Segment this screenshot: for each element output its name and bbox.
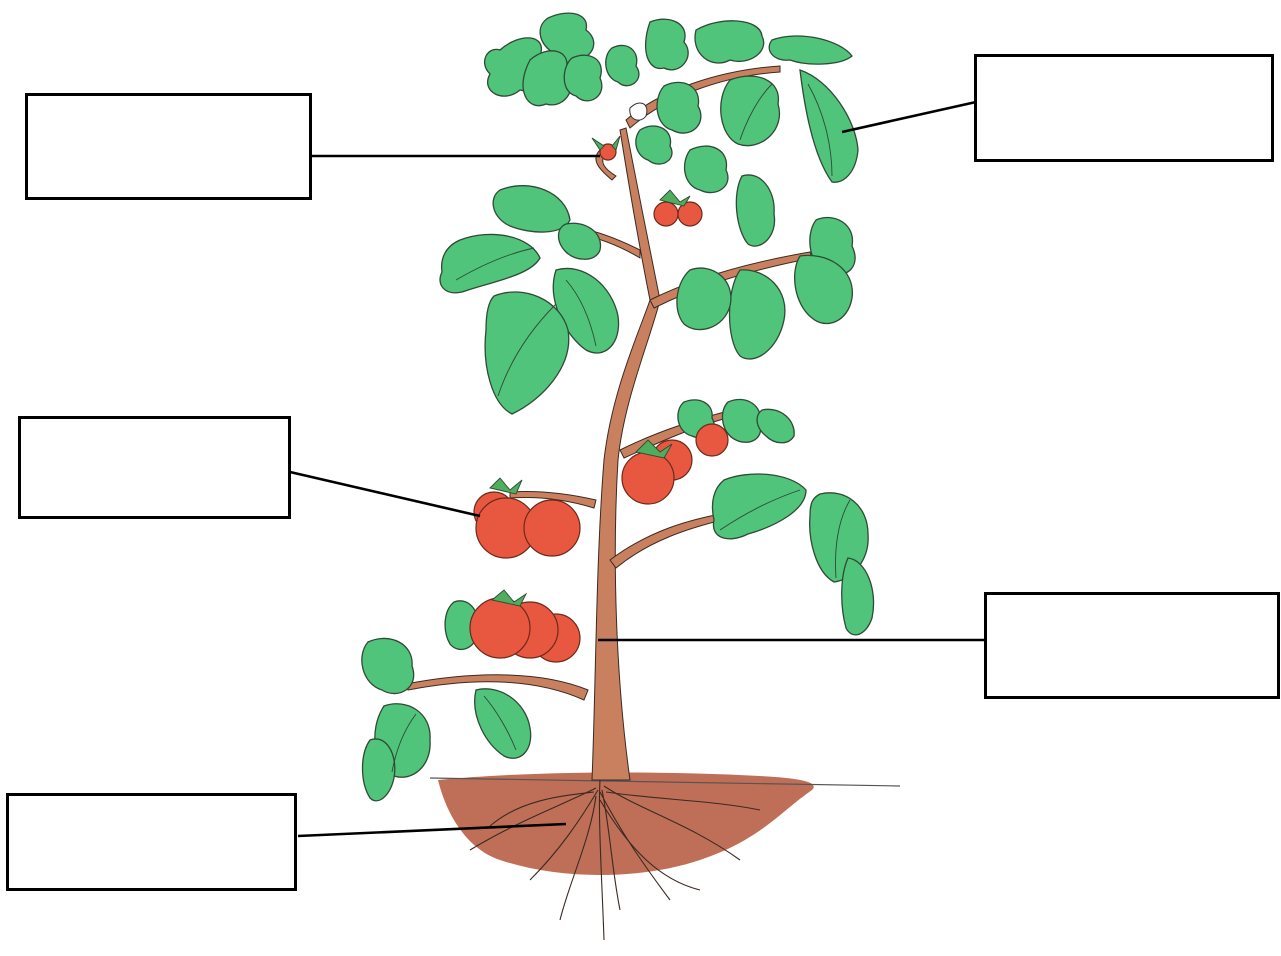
leaf [636,126,672,164]
leaf [493,186,570,232]
leaf [657,82,701,133]
leaf [842,558,874,635]
fruit-pointer [290,472,480,516]
leaf [440,234,540,292]
leaf [712,474,806,539]
leaf [677,268,731,329]
leaf [606,45,639,85]
leaf [475,689,531,758]
leaf [559,223,601,259]
leaf [721,76,780,146]
leaf [800,70,858,182]
leaf [363,739,395,801]
soil [438,773,814,875]
leaf-label-box[interactable] [974,54,1274,162]
leaf [769,36,852,64]
leaf [564,55,602,101]
leaf-pointer [842,102,976,132]
leaf [722,399,760,442]
leaf [757,409,794,442]
leaf [646,19,689,70]
leaf [685,146,728,192]
leaf [736,175,774,246]
leaf [362,638,414,693]
roots-label-box[interactable] [6,793,297,891]
leaf [730,270,785,359]
flower-label-box[interactable] [25,93,312,200]
stem-label-box[interactable] [984,592,1280,699]
fruit-label-box[interactable] [18,416,291,519]
leaf [695,21,764,63]
